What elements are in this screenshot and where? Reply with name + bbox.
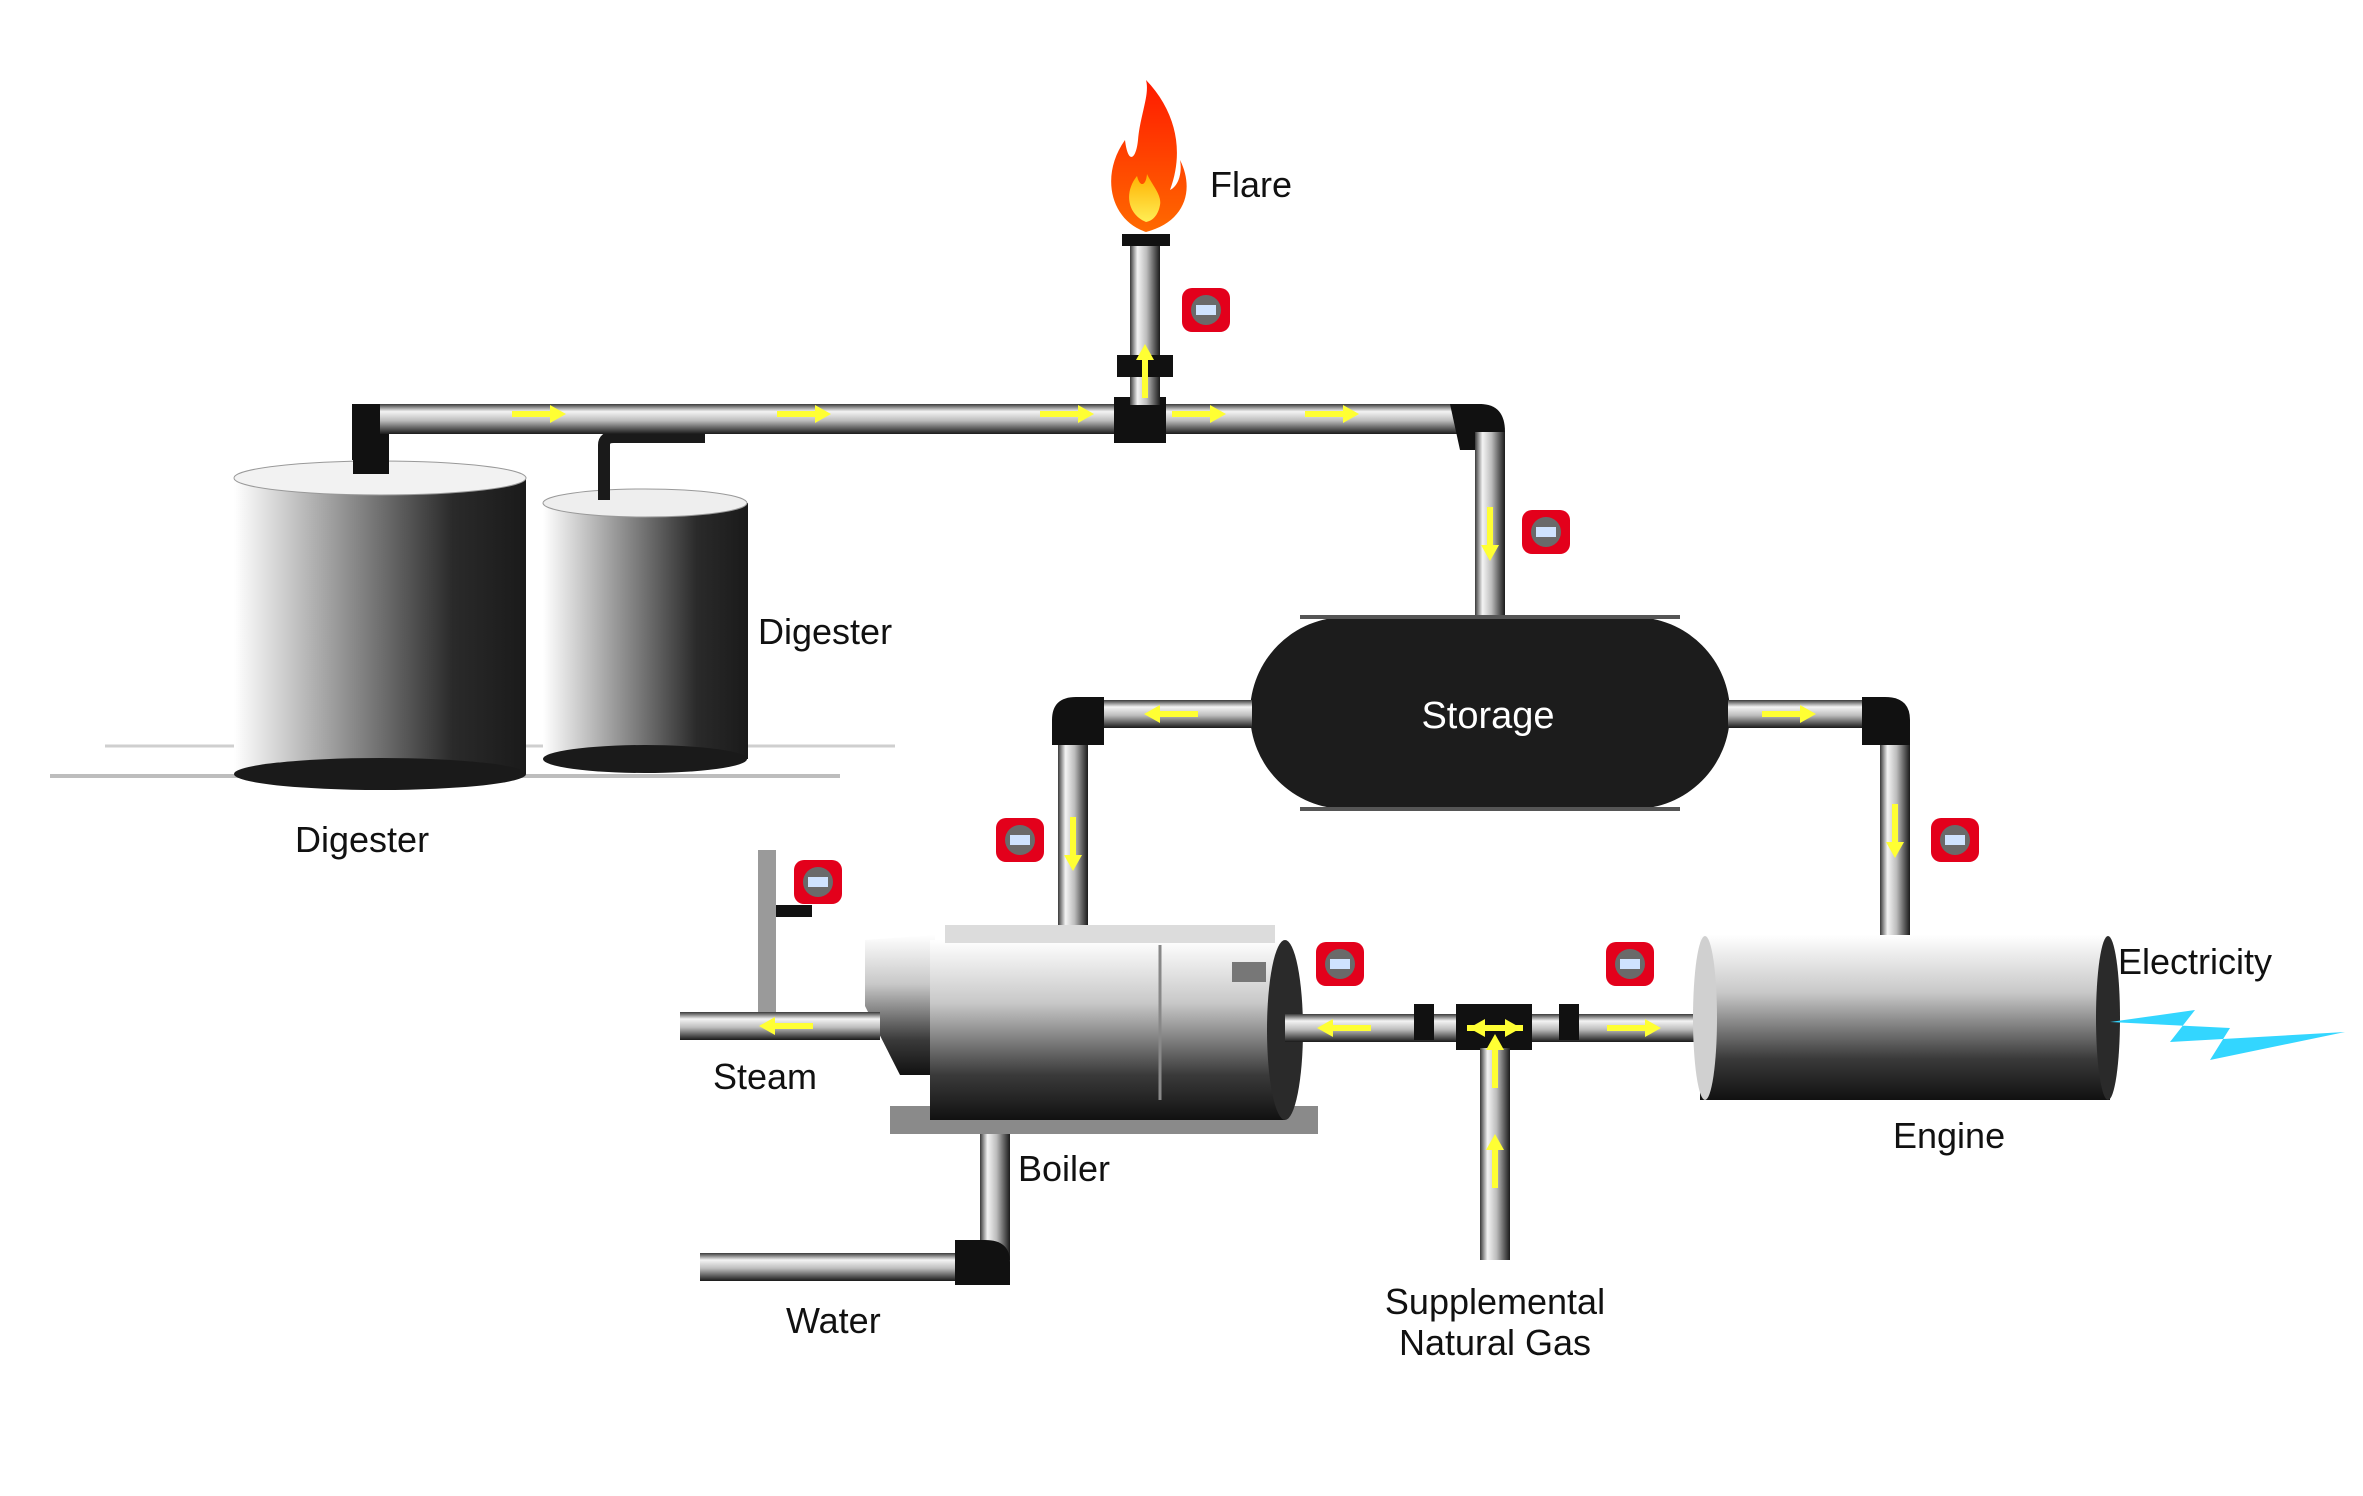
flow-meter-icon: [1931, 818, 1979, 862]
arrow-icon: [1144, 705, 1198, 723]
arrow-icon: [1607, 1019, 1661, 1037]
label-digester-back: Digester: [758, 611, 892, 652]
arrow-icon: [1762, 705, 1816, 723]
arrow-icon: [759, 1017, 813, 1035]
arrow-icon: [1486, 1134, 1504, 1188]
steam-stack: [758, 850, 776, 1012]
arrow-icon: [1486, 1034, 1504, 1088]
header-pipe: [352, 404, 1482, 434]
arrow-icon: [1317, 1019, 1371, 1037]
flow-meter-icon: [1316, 942, 1364, 986]
flow-meter-icon: [1606, 942, 1654, 986]
label-natural-gas: Natural Gas: [1399, 1322, 1591, 1363]
label-digester-front: Digester: [295, 819, 429, 860]
valve-icon: [1414, 1004, 1434, 1040]
digester-back-tank: [542, 431, 748, 773]
arrow-icon: [512, 405, 566, 423]
water-pipe: [700, 1253, 962, 1281]
lightning-bolt-icon: [2110, 1010, 2345, 1060]
pipe-elbow: [955, 1240, 1010, 1285]
flow-meter-icon: [1182, 288, 1230, 332]
flare-cap: [1122, 234, 1170, 246]
storage-tank: [1250, 615, 1730, 811]
pipe-elbow: [352, 404, 380, 460]
pipe-elbow: [1862, 697, 1910, 745]
arrow-icon: [1064, 817, 1082, 871]
arrow-icon: [1481, 507, 1499, 561]
arrow-icon: [1040, 405, 1094, 423]
valve-icon: [1559, 1004, 1579, 1040]
steam-valve: [776, 905, 812, 917]
label-supplemental: Supplemental: [1385, 1281, 1605, 1322]
boiler: [865, 925, 1318, 1134]
water-riser-pipe: [980, 1134, 1010, 1260]
flow-meter-icon: [1522, 510, 1570, 554]
engine: [1693, 935, 2120, 1100]
pipe-elbow: [1052, 697, 1104, 745]
label-steam: Steam: [713, 1056, 817, 1097]
label-water: Water: [786, 1300, 881, 1341]
label-boiler: Boiler: [1018, 1148, 1110, 1189]
flow-meter-icon: [794, 860, 842, 904]
arrow-icon: [1136, 344, 1154, 398]
arrow-icon: [1467, 1019, 1521, 1037]
arrow-icon: [1172, 405, 1226, 423]
arrow-icon: [777, 405, 831, 423]
flame-icon: [1111, 80, 1187, 232]
label-engine: Engine: [1893, 1115, 2005, 1156]
digester-front-tank: [233, 434, 527, 790]
label-flare: Flare: [1210, 164, 1292, 205]
label-electricity: Electricity: [2118, 941, 2272, 982]
flow-meter-icon: [996, 818, 1044, 862]
arrow-icon: [1886, 804, 1904, 858]
label-storage: Storage: [1421, 695, 1554, 737]
arrow-icon: [1305, 405, 1359, 423]
